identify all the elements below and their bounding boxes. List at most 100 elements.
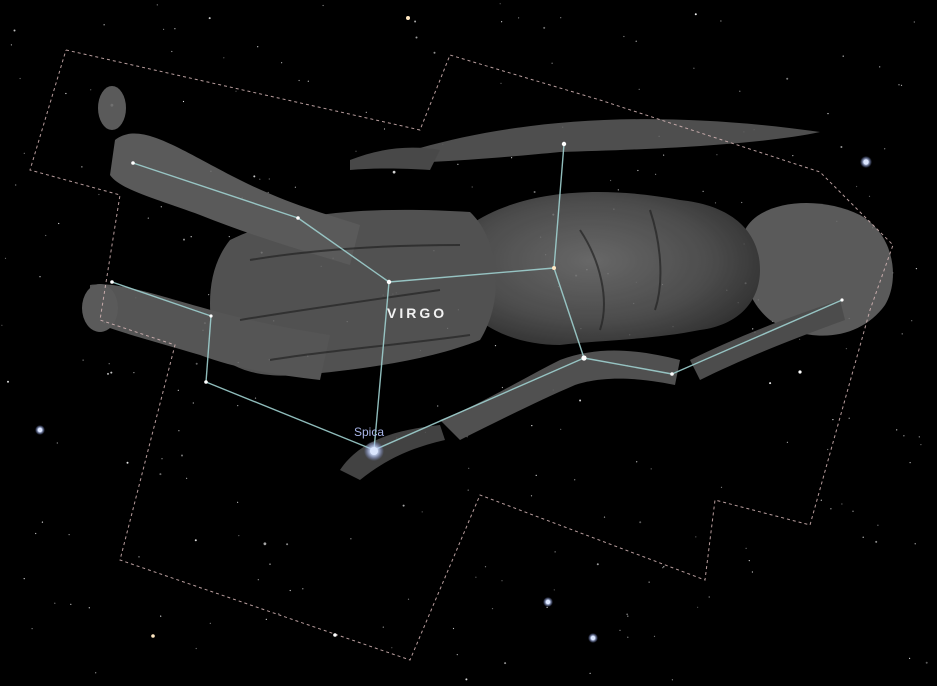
background-star — [235, 90, 237, 92]
background-star — [518, 17, 520, 19]
background-star — [10, 44, 12, 46]
background-star — [265, 618, 267, 621]
background-star — [574, 479, 576, 481]
background-star — [238, 535, 240, 537]
background-star — [662, 567, 664, 569]
background-star — [639, 521, 642, 524]
background-star — [433, 51, 436, 54]
background-star — [693, 67, 695, 69]
background-star — [181, 454, 183, 457]
background-star — [848, 417, 850, 419]
background-star — [511, 157, 513, 159]
star[interactable] — [131, 161, 135, 165]
background-star — [619, 629, 621, 632]
star[interactable] — [110, 280, 114, 284]
background-star — [257, 579, 259, 581]
star[interactable] — [296, 216, 300, 220]
background-star — [501, 580, 503, 582]
star[interactable] — [670, 372, 674, 376]
background-star — [159, 473, 162, 476]
background-star — [228, 236, 230, 238]
background-star — [879, 66, 881, 68]
background-star — [531, 425, 533, 427]
background-star — [535, 474, 537, 476]
background-star — [648, 581, 650, 583]
background-star — [126, 461, 129, 464]
star[interactable] — [209, 314, 213, 318]
background-star — [877, 524, 879, 526]
background-star — [856, 185, 858, 188]
spica-star[interactable] — [370, 447, 378, 455]
background-star — [268, 178, 270, 180]
background-star — [635, 40, 637, 42]
star[interactable] — [561, 141, 567, 147]
background-star — [237, 501, 239, 503]
background-star — [589, 672, 591, 675]
background-star — [702, 190, 704, 192]
background-star — [636, 461, 638, 463]
background-star — [832, 419, 834, 421]
background-star — [827, 113, 829, 115]
background-star — [792, 155, 794, 157]
background-star — [160, 206, 162, 208]
background-star — [41, 521, 44, 523]
star[interactable] — [581, 355, 587, 361]
background-star — [533, 191, 536, 193]
background-star — [457, 163, 459, 165]
background-star — [13, 29, 16, 32]
background-star — [192, 402, 194, 404]
background-star — [81, 166, 83, 168]
background-star — [392, 170, 396, 174]
background-star — [637, 169, 639, 172]
background-star — [830, 508, 832, 510]
background-star — [714, 202, 717, 204]
background-star — [415, 36, 418, 39]
background-star — [751, 571, 754, 573]
background-star — [491, 608, 494, 610]
constellation-stars — [110, 141, 844, 384]
background-star — [160, 615, 162, 617]
background-star — [560, 428, 562, 430]
background-star — [748, 560, 750, 562]
background-star — [554, 551, 556, 553]
background-star — [302, 588, 304, 590]
background-star — [841, 503, 843, 505]
background-star — [355, 150, 357, 152]
background-star — [475, 576, 477, 578]
background-star — [627, 636, 629, 638]
background-star — [19, 77, 21, 80]
star[interactable] — [552, 266, 556, 270]
star-spica[interactable]: Spica — [354, 425, 384, 461]
background-star — [156, 4, 158, 6]
background-star — [82, 359, 84, 361]
background-star — [110, 371, 113, 374]
background-star — [827, 448, 829, 451]
background-star — [365, 111, 367, 113]
background-star — [257, 46, 259, 48]
background-star — [391, 647, 393, 649]
background-star — [208, 294, 210, 296]
background-star — [209, 622, 211, 625]
background-star — [195, 647, 197, 650]
star[interactable] — [840, 298, 844, 302]
background-star — [596, 563, 599, 566]
star[interactable] — [386, 279, 392, 285]
background-star — [638, 88, 640, 90]
background-star — [663, 566, 665, 568]
background-star — [456, 654, 458, 656]
background-star — [484, 566, 487, 568]
background-star — [68, 534, 70, 536]
background-star — [186, 477, 188, 479]
background-star — [655, 173, 657, 175]
background-star — [494, 345, 497, 347]
background-star — [138, 556, 140, 558]
background-star — [35, 532, 37, 535]
background-star — [786, 441, 789, 443]
background-star — [56, 442, 58, 444]
background-star — [414, 20, 417, 23]
background-star — [898, 84, 900, 86]
background-star — [504, 662, 507, 665]
star[interactable] — [204, 380, 208, 384]
background-star — [468, 467, 470, 469]
